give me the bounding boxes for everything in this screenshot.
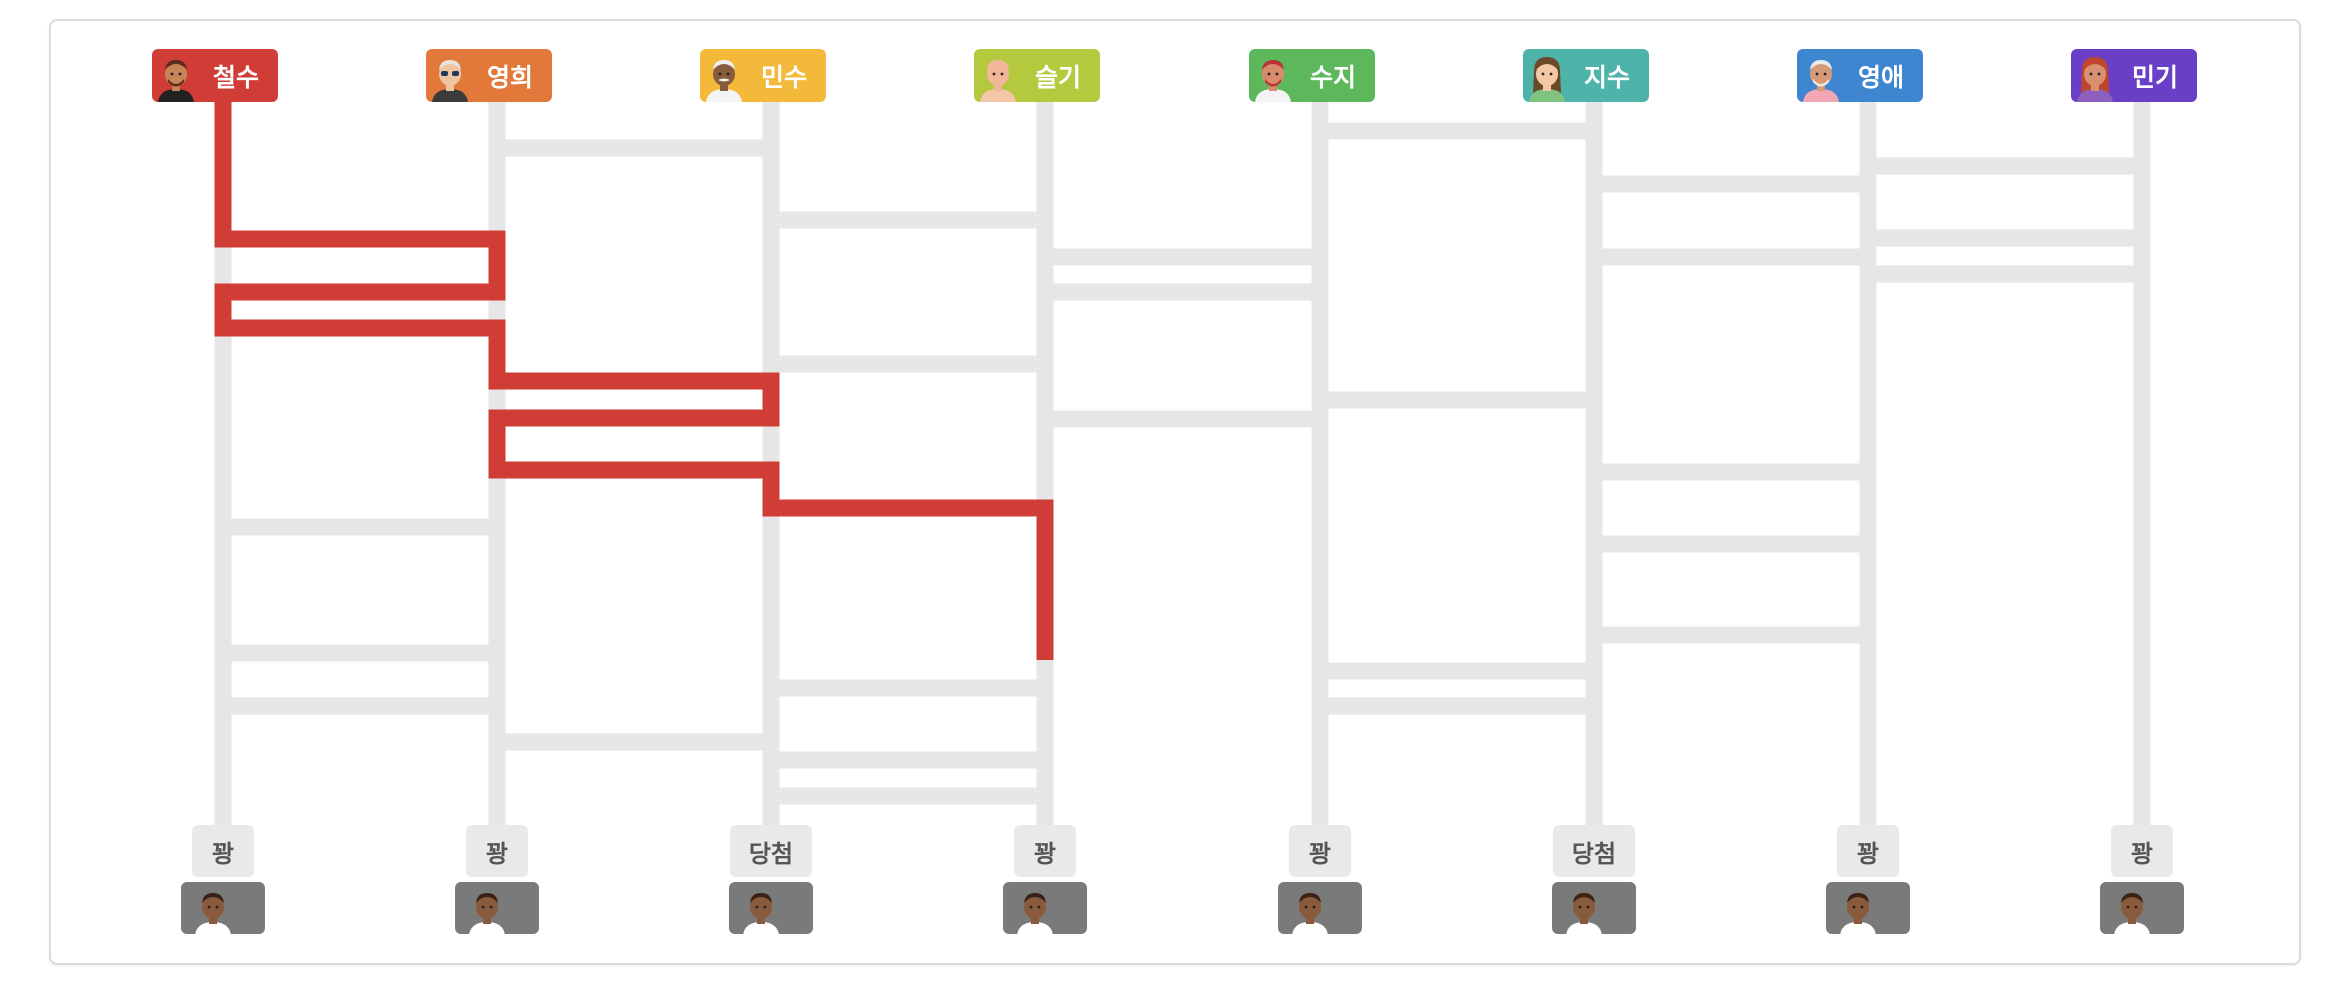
ladder-rung xyxy=(1594,535,1868,553)
ladder-rung xyxy=(497,139,771,157)
ladder-rung xyxy=(771,355,1045,373)
ladder-rung xyxy=(771,787,1045,805)
player-name: 민수 xyxy=(760,62,807,92)
avatar-man-white-shirt-icon xyxy=(1003,882,1087,934)
player-name: 지수 xyxy=(1583,62,1630,92)
ladder-rung xyxy=(1594,175,1868,193)
ladder-rung xyxy=(223,644,497,662)
avatar-man-white-shirt-icon xyxy=(1826,882,1910,934)
avatar-man-beard-icon xyxy=(152,49,200,102)
ladder-rung xyxy=(1045,410,1320,428)
player-name: 철수 xyxy=(212,62,259,92)
player-tag-4[interactable]: 슬기 xyxy=(974,49,1100,102)
player-tag-7[interactable]: 영애 xyxy=(1797,49,1923,102)
avatar-bald-man-icon xyxy=(974,49,1022,102)
player-name: 영희 xyxy=(486,62,533,92)
ladder-rung xyxy=(1320,662,1594,680)
result-label-3: 당첨 xyxy=(730,825,812,877)
ladder-rung xyxy=(223,697,497,715)
avatar-man-white-shirt-icon xyxy=(2100,882,2184,934)
avatar-woman-long-hair-icon xyxy=(1523,49,1571,102)
ladder-rail-8 xyxy=(2133,102,2151,825)
result-label-1: 꽝 xyxy=(192,825,254,877)
result-label-8: 꽝 xyxy=(2111,825,2173,877)
ladder-rung xyxy=(1868,229,2142,247)
avatar-man-white-shirt-icon xyxy=(1278,882,1362,934)
ladder-rung xyxy=(1320,122,1594,140)
avatar-woman-red-hair-icon xyxy=(2071,49,2119,102)
ladder-rung xyxy=(1594,626,1868,644)
ladder-rail-4 xyxy=(1036,102,1054,825)
player-tag-1[interactable]: 철수 xyxy=(152,49,278,102)
avatar-man-white-shirt-icon xyxy=(1552,882,1636,934)
avatar-old-man-icon xyxy=(700,49,748,102)
ladder-rung xyxy=(771,679,1045,697)
result-label-6: 당첨 xyxy=(1553,825,1635,877)
ladder-rung xyxy=(1045,283,1320,301)
ladder-rung xyxy=(1320,391,1594,409)
player-name: 슬기 xyxy=(1034,62,1081,92)
player-name: 민기 xyxy=(2131,62,2178,92)
ladder-rung xyxy=(1594,463,1868,481)
avatar-man-turban-icon xyxy=(1797,49,1845,102)
player-tag-2[interactable]: 영희 xyxy=(426,49,552,102)
ladder-rail-5 xyxy=(1311,102,1329,825)
ladder-rung xyxy=(1594,248,1868,266)
avatar-grandma-sunglasses-icon xyxy=(426,49,474,102)
player-name: 영애 xyxy=(1857,62,1904,92)
avatar-man-headband-icon xyxy=(1249,49,1297,102)
ladder-rung xyxy=(1868,157,2142,175)
ladder-rung xyxy=(1045,248,1320,266)
result-label-7: 꽝 xyxy=(1837,825,1899,877)
highlighted-ladder-path xyxy=(214,102,1054,660)
player-name: 수지 xyxy=(1309,62,1356,92)
ladder-rung xyxy=(1320,697,1594,715)
avatar-man-white-shirt-icon xyxy=(729,882,813,934)
ladder-board xyxy=(49,19,2301,965)
avatar-man-white-shirt-icon xyxy=(455,882,539,934)
result-label-4: 꽝 xyxy=(1014,825,1076,877)
ladder-rail-1 xyxy=(214,102,232,825)
ladder-rung xyxy=(771,751,1045,769)
player-tag-3[interactable]: 민수 xyxy=(700,49,826,102)
result-label-5: 꽝 xyxy=(1289,825,1351,877)
result-label-2: 꽝 xyxy=(466,825,528,877)
ladder-rung xyxy=(771,211,1045,229)
ladder-rung xyxy=(1868,265,2142,283)
ladder-rung xyxy=(497,733,771,751)
player-tag-8[interactable]: 민기 xyxy=(2071,49,2197,102)
player-tag-5[interactable]: 수지 xyxy=(1249,49,1375,102)
player-tag-6[interactable]: 지수 xyxy=(1523,49,1649,102)
avatar-man-white-shirt-icon xyxy=(181,882,265,934)
ladder-rung xyxy=(223,518,497,536)
